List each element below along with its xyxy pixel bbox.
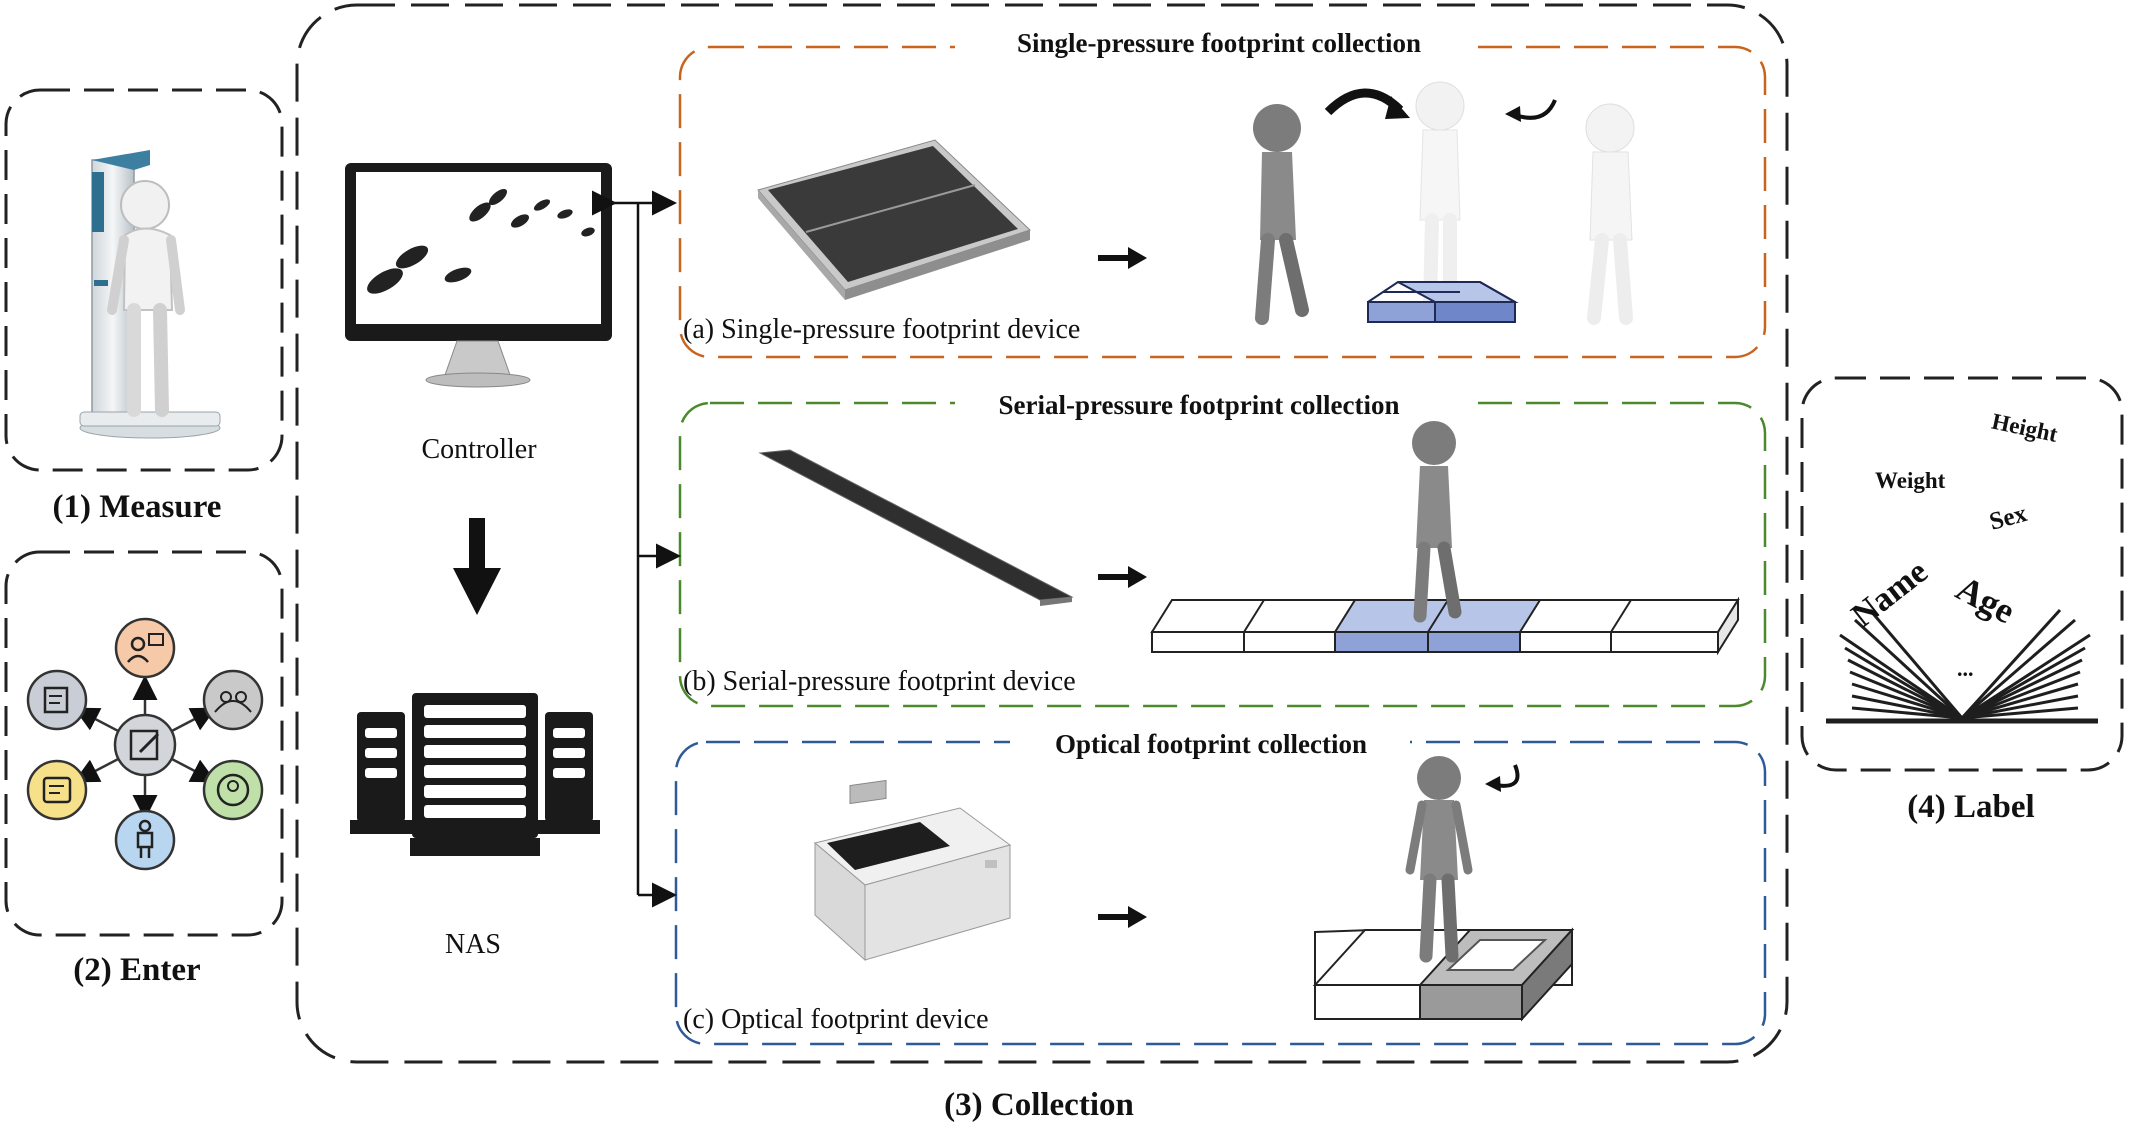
enter-title: (2) Enter xyxy=(73,952,200,988)
panel-serial-title: Serial-pressure footprint collection xyxy=(999,390,1400,420)
walking-figure-icon xyxy=(1253,104,1309,325)
target-user-icon xyxy=(202,759,264,821)
height-scale-icon xyxy=(79,150,221,439)
measure-title: (1) Measure xyxy=(53,489,222,525)
label-sex: Sex xyxy=(1987,500,2031,536)
label-title: (4) Label xyxy=(1907,789,2034,825)
arrow-right-icon xyxy=(1098,566,1147,588)
label-age: Age xyxy=(1950,568,2022,631)
label-name: Name xyxy=(1845,553,1935,634)
collection-title: (3) Collection xyxy=(944,1087,1134,1123)
enter-hub-diagram xyxy=(26,617,264,871)
users-sync-icon xyxy=(202,669,264,731)
document-icon xyxy=(26,669,88,731)
nas-label: NAS xyxy=(445,929,501,960)
collection-section-border xyxy=(295,3,1789,1064)
panel-single-title: Single-pressure footprint collection xyxy=(1017,28,1421,58)
edit-icon xyxy=(113,713,177,777)
pressure-mat-icon xyxy=(757,139,1031,300)
controller-label: Controller xyxy=(421,434,537,465)
arrow-right-icon xyxy=(1098,247,1147,269)
book-icon xyxy=(1826,608,2098,724)
label-ellipsis: ... xyxy=(1957,656,1974,681)
rotate-back-arrow-icon xyxy=(1485,764,1520,792)
user-chat-icon xyxy=(114,617,176,679)
standing-figure-faded-icon xyxy=(1415,81,1465,312)
arrow-right-icon xyxy=(1098,906,1147,928)
panel-optical-caption: (c) Optical footprint device xyxy=(683,1004,989,1035)
person-icon xyxy=(107,180,185,417)
panel-serial-caption: (b) Serial-pressure footprint device xyxy=(683,666,1076,697)
connector-lines xyxy=(592,190,681,908)
label-section-border xyxy=(1800,376,2124,772)
standing-figure-icon xyxy=(1405,756,1473,963)
rotate-arrow-icon xyxy=(1324,88,1410,119)
standing-figure-back-icon xyxy=(1585,103,1635,325)
footprints-icon xyxy=(367,188,595,294)
server-icon xyxy=(350,693,600,856)
note-icon xyxy=(26,759,88,821)
walkway-icon xyxy=(758,449,1074,606)
enter-section-border xyxy=(4,550,284,937)
panel-serial-border xyxy=(678,401,1767,708)
down-arrow-icon xyxy=(453,518,501,615)
label-weight: Weight xyxy=(1875,468,1946,493)
optical-plate-icon xyxy=(1312,927,1575,1022)
panel-single-caption: (a) Single-pressure footprint device xyxy=(683,314,1080,345)
pressure-plate-icon xyxy=(1367,281,1519,323)
label-height: Height xyxy=(1990,409,2061,447)
person-standing-icon xyxy=(114,809,176,871)
optical-device-icon xyxy=(813,779,1012,962)
measure-section-border xyxy=(4,88,284,472)
walkway-grid-icon xyxy=(1150,596,1740,656)
walking-figure-icon xyxy=(1412,421,1462,623)
panel-optical-title: Optical footprint collection xyxy=(1055,729,1367,759)
rotate-back-arrow-icon xyxy=(1505,99,1557,122)
